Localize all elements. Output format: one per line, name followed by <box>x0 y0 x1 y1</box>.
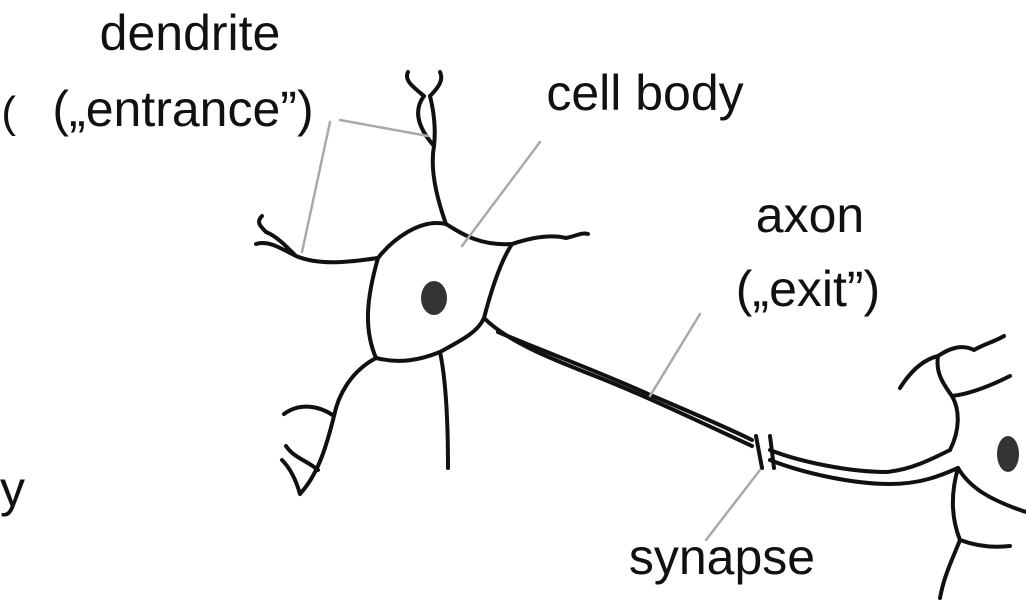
label-axon: axon <box>720 188 900 242</box>
label-dendrite: dendrite <box>60 6 320 60</box>
dendrite-lower-left <box>282 358 376 494</box>
dendrite-left <box>256 216 378 262</box>
label-synapse: synapse <box>604 530 840 584</box>
label-dendrite-sub: („entrance”) <box>18 82 348 136</box>
cell-body-leader-line <box>462 142 540 246</box>
nucleus <box>421 281 447 315</box>
axon-distal <box>770 450 958 484</box>
label-left-edge-fragment: y <box>0 462 30 516</box>
label-axon-sub: („exit”) <box>698 262 918 316</box>
label-left-edge-bracket: ( <box>0 86 16 140</box>
label-cell-body: cell body <box>520 66 770 120</box>
second-nucleus <box>997 436 1019 472</box>
second-neuron-body <box>900 336 1026 512</box>
axon-leader-line <box>650 314 700 396</box>
synapse-gap-marks <box>756 436 774 468</box>
dendrite-upper <box>407 72 446 224</box>
axon-upper-line <box>498 332 752 440</box>
dendrite-lower <box>440 352 448 468</box>
dendrite-right <box>512 233 588 244</box>
